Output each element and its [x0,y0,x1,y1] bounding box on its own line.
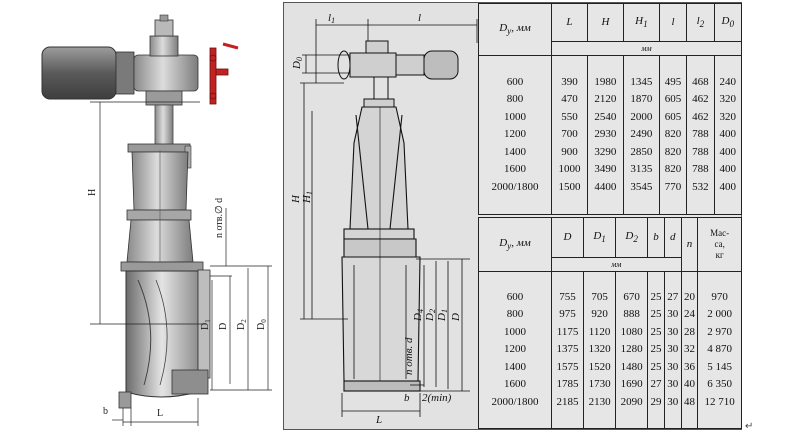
header2-d: d [663,217,682,258]
scan-label-clearance: 2(min) [422,392,452,404]
scan-label-D4: D4 [412,309,425,322]
header2-D2: D2 [615,217,649,258]
header-D0: D0 [713,3,743,42]
scan-label-D0: D0 [291,57,304,70]
paragraph-mark-icon: ↵ [745,421,754,432]
dimension-labels: H n отв.∅ d D1 D D2 D0 b L [87,189,268,419]
label-D: D [218,323,229,330]
scanned-valve-drawing: l1 l D0 H H1 D4 D2 D1 D n отв. d b 2(min… [284,3,478,429]
scan-label-H: H [290,194,302,204]
label-L: L [157,408,163,419]
scan-dimension-labels: l1 l D0 H H1 D4 D2 D1 D n отв. d b 2(min… [290,12,462,426]
unit2-mm: мм [551,257,682,272]
scan-label-L: L [375,414,382,426]
scan-label-l: l [418,12,421,24]
label-D2: D2 [236,319,248,330]
valve-body [118,261,211,409]
label-b: b [103,406,108,417]
scan-label-D2: D2 [424,309,437,322]
unit-mm: мм [551,41,742,56]
bonnet [126,150,194,265]
header-L: L [551,3,588,42]
scan-valve-body [341,106,421,392]
scan-label-D: D [450,313,462,322]
scan-label-bolt-holes: n отв. d [403,337,415,375]
header-H: H [586,3,624,42]
header2-n: n [680,217,699,272]
label-bolt-holes: n отв.∅ d [214,198,225,238]
scan-label-H1: H1 [301,191,314,204]
table2-header-row: Dу, мм D D1 D2 b d n Мас-са,кг [478,217,742,272]
scanned-datasheet: l1 l D0 H H1 D4 D2 D1 D n отв. d b 2(min… [283,2,743,430]
header2-mass: Мас-са,кг [697,217,742,272]
header-H1: H1 [622,3,660,42]
header2-dy: Dу, мм [478,217,552,272]
header2-b: b [647,217,665,258]
handwheel-icon [209,42,239,105]
header-l: l [658,3,688,42]
header-dy: Dу, мм [478,3,552,56]
valve-section-drawing: H n отв.∅ d D1 D D2 D0 b L [41,14,272,426]
scan-label-b: b [404,392,410,404]
label-D0: D0 [256,319,268,330]
scan-label-l1: l1 [328,12,335,25]
scan-actuator [337,40,459,108]
scan-label-D1: D1 [436,309,449,322]
table-header-row: Dу, мм L H H1 l l2 D0 [478,3,743,56]
header2-D1: D1 [583,217,617,258]
electric-actuator [41,14,199,106]
label-H: H [87,189,98,196]
header-l2: l2 [686,3,715,42]
dimension-lines [90,101,272,426]
header2-D: D [550,217,585,258]
label-D1: D1 [200,319,212,330]
